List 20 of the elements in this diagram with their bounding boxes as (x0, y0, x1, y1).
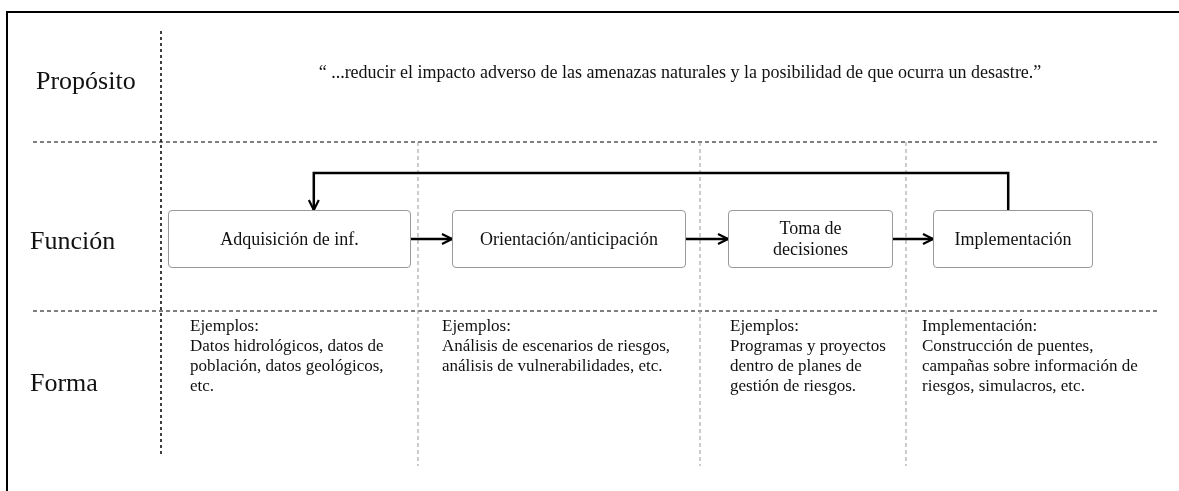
process-box: Adquisición de inf. (168, 210, 411, 268)
process-box: Toma de decisiones (728, 210, 893, 268)
row-label: Función (30, 226, 117, 257)
column-heading: Ejemplos: (442, 316, 512, 337)
example-text: Programas y proyectos dentro de planes de gestión de riesgos. (730, 336, 887, 397)
quote-text: “ ...reducir el impacto adverso de las amenazas naturales y la posibilidad de que ocurra un desastre.” (317, 62, 1043, 84)
example-text: Construcción de puentes, campañas sobre información de riesgos, simulacros, etc. (922, 336, 1139, 397)
arrow (686, 232, 730, 246)
example-text: Datos hidrológicos, datos de población, datos geológicos, etc. (190, 336, 385, 397)
arrow (411, 232, 454, 246)
row-label: Propósito (36, 66, 137, 97)
row-label: Forma (30, 368, 99, 399)
process-box: Orientación/anticipación (452, 210, 686, 268)
arrow (307, 171, 1010, 212)
process-box: Implementación (933, 210, 1093, 268)
column-heading: Ejemplos: (730, 316, 800, 337)
arrow (893, 232, 935, 246)
column-heading: Implementación: (922, 316, 1039, 337)
column-heading: Ejemplos: (190, 316, 260, 337)
example-text: Análisis de escenarios de riesgos, análisis de vulnerabilidades, etc. (442, 336, 672, 377)
